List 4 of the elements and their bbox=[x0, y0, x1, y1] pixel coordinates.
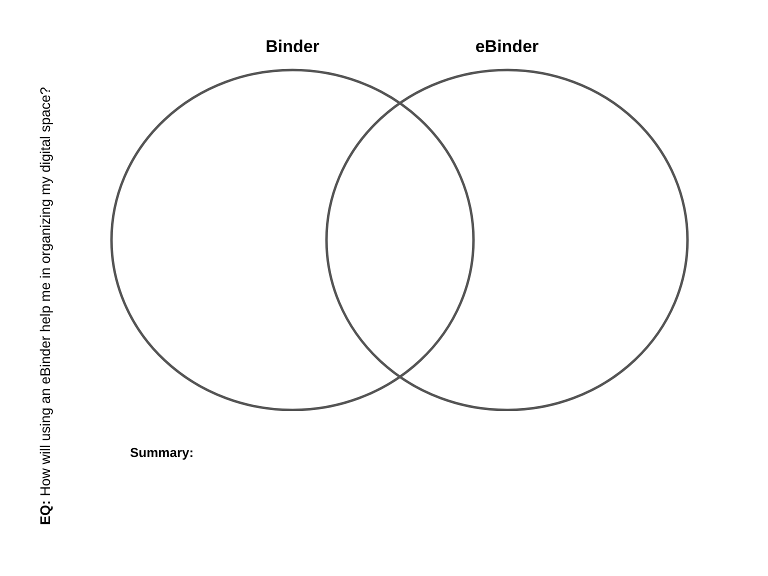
essential-question: EQ: How will using an eBinder help me in organizing my digital space? bbox=[37, 86, 53, 526]
circle-heading: Binder bbox=[266, 36, 320, 58]
circle-heading: eBinder bbox=[475, 36, 539, 58]
summary-label: Summary: bbox=[130, 444, 194, 462]
